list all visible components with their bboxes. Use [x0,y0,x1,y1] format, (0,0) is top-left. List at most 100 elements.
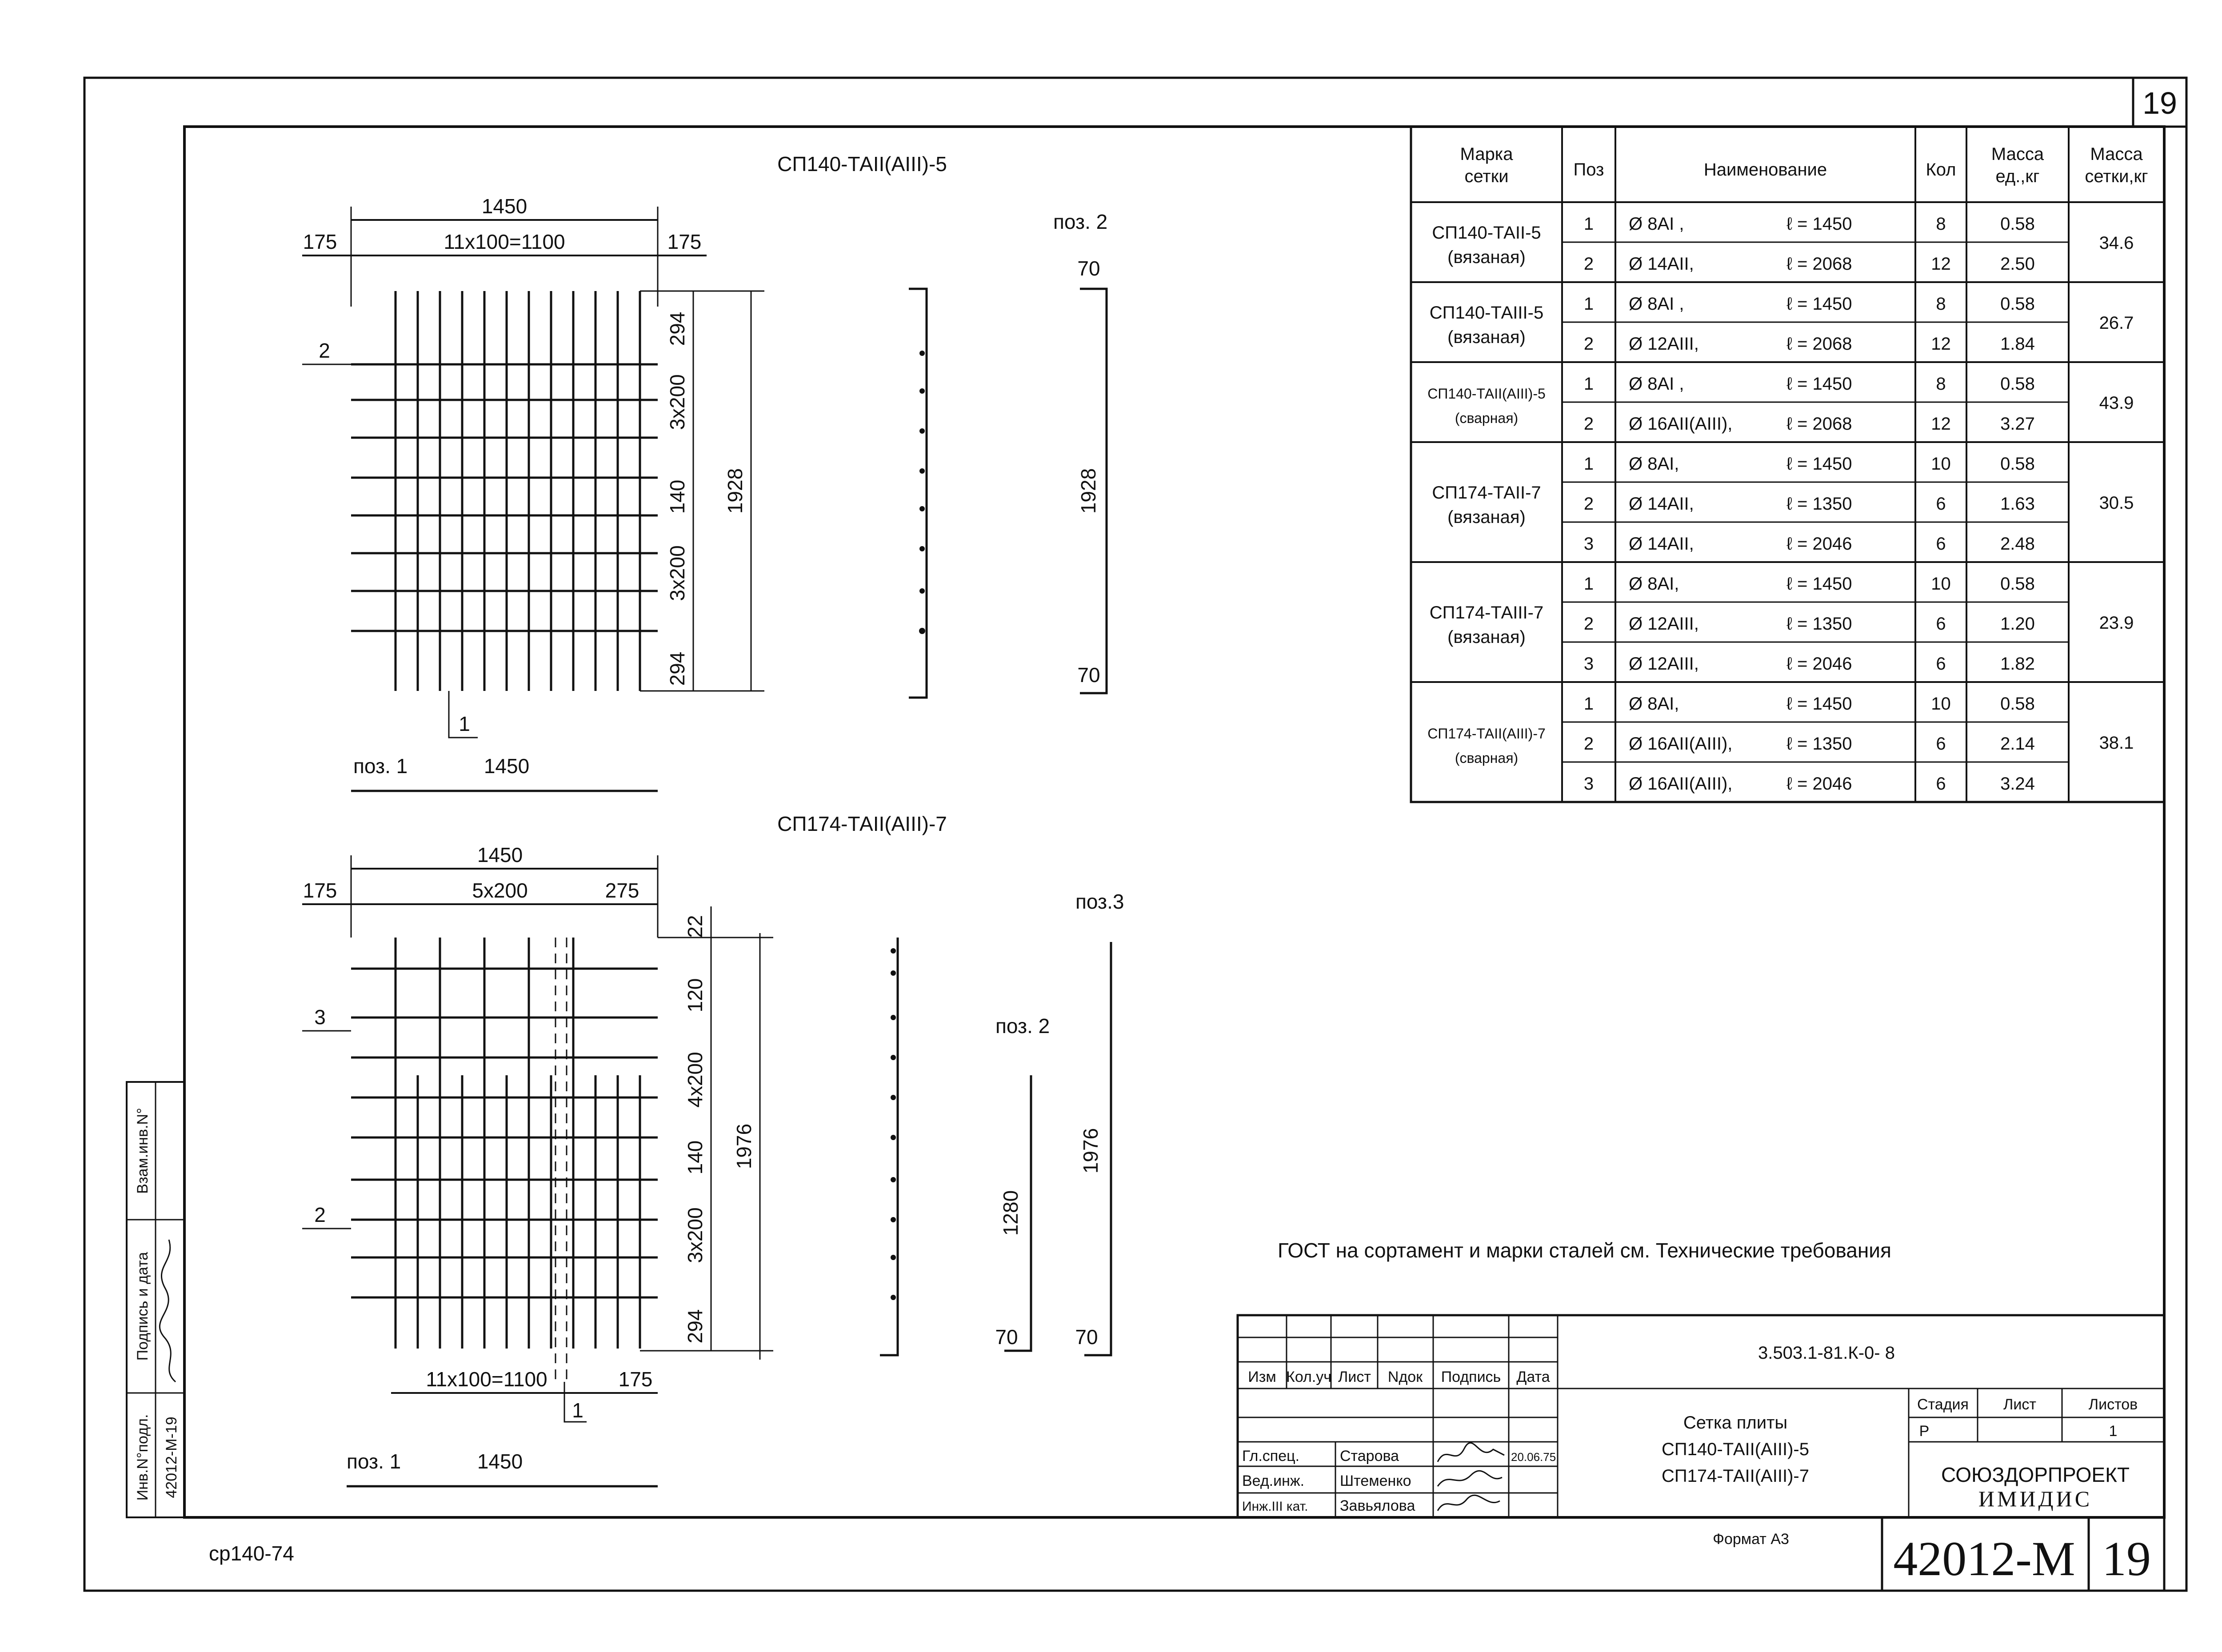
table-cell-name: Ø 14AII, [1629,494,1694,514]
dim-v-a: 3x200 [666,374,689,430]
dim-left: 175 [303,230,337,253]
stage-header: Стадия [1917,1396,1969,1413]
pos2-length: 1280 [999,1190,1022,1236]
table-cell-qty: 6 [1936,534,1946,554]
table-row-mark: СП140-ТАIII-5(вязаная) [1430,303,1543,347]
role-1-date: 20.06.75 [1511,1450,1556,1464]
dim-v-bottom: 294 [683,1309,707,1344]
signature-3 [1437,1494,1500,1511]
signature-1 [1437,1442,1505,1462]
table-cell-pos: 2 [1584,614,1594,634]
table-cell-qty: 6 [1936,494,1946,514]
table-row-total: 26.7 [2099,313,2134,333]
role-3: Инж.III кат. [1242,1499,1308,1514]
table-cell-name: Ø 14AII, [1629,254,1694,274]
pos2-label: поз. 2 [1053,210,1107,233]
table-row-mark: СП140-ТАII-5(вязаная) [1432,223,1541,267]
stamp-value-inv: 42012-М-19 [163,1417,180,1498]
col-header-date: Дата [1516,1369,1550,1385]
stage-value: Р [1919,1423,1930,1440]
col-header-izm: Изм [1248,1369,1276,1385]
pos1-length: 1450 [484,754,529,778]
dim-right: 175 [667,230,702,253]
table-cell-name: Ø 8AI , [1629,294,1684,314]
table-cell-mass: 2.48 [2000,534,2035,554]
role-2-name: Штеменко [1340,1472,1411,1489]
table-row-total: 34.6 [2099,233,2134,253]
table-cell-name: Ø 8AI , [1629,374,1684,394]
table-row-mark: СП174-ТАII(АIII)-7(сварная) [1427,726,1546,766]
table-row-mark: СП140-ТАII(АIII)-5(сварная) [1427,386,1546,426]
pos2-label: поз. 2 [995,1014,1050,1037]
table-cell-name: Ø 16AII(AIII), [1629,774,1732,794]
table-cell-length: ℓ = 1350 [1786,734,1852,754]
stamp-header-replace: Взам.инв.N° [134,1108,151,1193]
dim-v-total: 1928 [723,468,747,514]
table-cell-length: ℓ = 1450 [1786,214,1852,234]
dim-spacing: 11x100=1100 [444,230,565,253]
title-block: Изм Кол.уч Лист Nдок Подпись Дата Гл.спе… [1236,1314,2166,1592]
dim-bottom-spacing: 11x100=1100 [426,1368,547,1391]
table-cell-pos: 1 [1584,574,1594,594]
table-cell-qty: 6 [1936,654,1946,674]
col-header-ndok: Nдок [1388,1369,1423,1385]
table-row-total: 23.9 [2099,613,2134,633]
table-cell-length: ℓ = 2046 [1786,534,1852,554]
table-cell-mass: 0.58 [2000,574,2035,594]
table-cell-pos: 1 [1584,294,1594,314]
table-cell-mass: 3.24 [2000,774,2035,794]
table-cell-mass: 1.63 [2000,494,2035,514]
table-cell-name: Ø 12AIII, [1629,334,1699,354]
drawing-1: СП140-ТАII(АIII)-5 1450 175 11x100=1100 … [302,152,1108,792]
pos2-bottom: 70 [995,1325,1018,1349]
table-cell-qty: 8 [1936,214,1946,234]
table-cell-length: ℓ = 1350 [1786,614,1852,634]
role-3-name: Завьялова [1340,1497,1415,1514]
sheets-header: Листов [2089,1396,2138,1413]
table-cell-mass: 0.58 [2000,294,2035,314]
pos1-callout: 1 [572,1399,583,1422]
table-row-mark: СП174-ТАII-7(вязаная) [1432,483,1541,527]
pos3-callout: 3 [314,1006,326,1029]
table-cell-name: Ø 16AII(AIII), [1629,414,1732,434]
pos1-label: поз. 1 [353,754,408,778]
table-header-1: Поз [1574,160,1604,180]
pos2-bottom: 70 [1077,663,1100,686]
table-cell-name: Ø 12AIII, [1629,614,1699,634]
pos3-bottom: 70 [1075,1325,1098,1349]
dim-right: 275 [605,879,639,902]
table-cell-length: ℓ = 2068 [1786,414,1852,434]
mesh-1-horizontal-bars [351,363,658,632]
pos1-label: поз. 1 [347,1450,401,1473]
doc-code: 3.503.1-81.К-0- 8 [1758,1343,1895,1363]
side-stamp: Инв.N°подл. Подпись и дата Взам.инв.N° 4… [126,1081,185,1518]
dim-spacing: 5x200 [472,879,528,902]
drawing-1-title: СП140-ТАII(АIII)-5 [777,152,947,176]
signature-2 [1437,1470,1503,1487]
dim-v-b: 3x200 [666,545,689,601]
col-header-signature: Подпись [1441,1369,1501,1385]
drawing-2: СП174-ТАII(АIII)-7 1450 175 5x200 275 [302,812,1124,1488]
table-cell-pos: 2 [1584,734,1594,754]
sheets-value: 1 [2109,1423,2118,1440]
dim-v-b: 4x200 [683,1052,707,1107]
table-cell-mass: 1.84 [2000,334,2035,354]
col-header-kolich: Кол.уч [1286,1369,1331,1385]
org-line-1: СОЮЗДОРПРОЕКТ [1941,1463,2130,1486]
table-cell-pos: 1 [1584,454,1594,474]
table-cell-pos: 1 [1584,374,1594,394]
table-row-total: 30.5 [2099,493,2134,513]
format-label: Формат А3 [1713,1531,1789,1548]
doc-sheet: 19 [2102,1532,2151,1586]
table-cell-qty: 6 [1936,614,1946,634]
stamp-header-inv: Инв.N°подл. [134,1414,151,1501]
doc-number: 42012-М [1893,1532,2075,1586]
pos1-callout: 1 [459,712,470,735]
table-cell-pos: 3 [1584,654,1594,674]
table-cell-mass: 3.27 [2000,414,2035,434]
pos2-callout: 2 [319,339,330,362]
dim-v-top: 294 [666,312,689,346]
stamp-signature [159,1239,176,1383]
